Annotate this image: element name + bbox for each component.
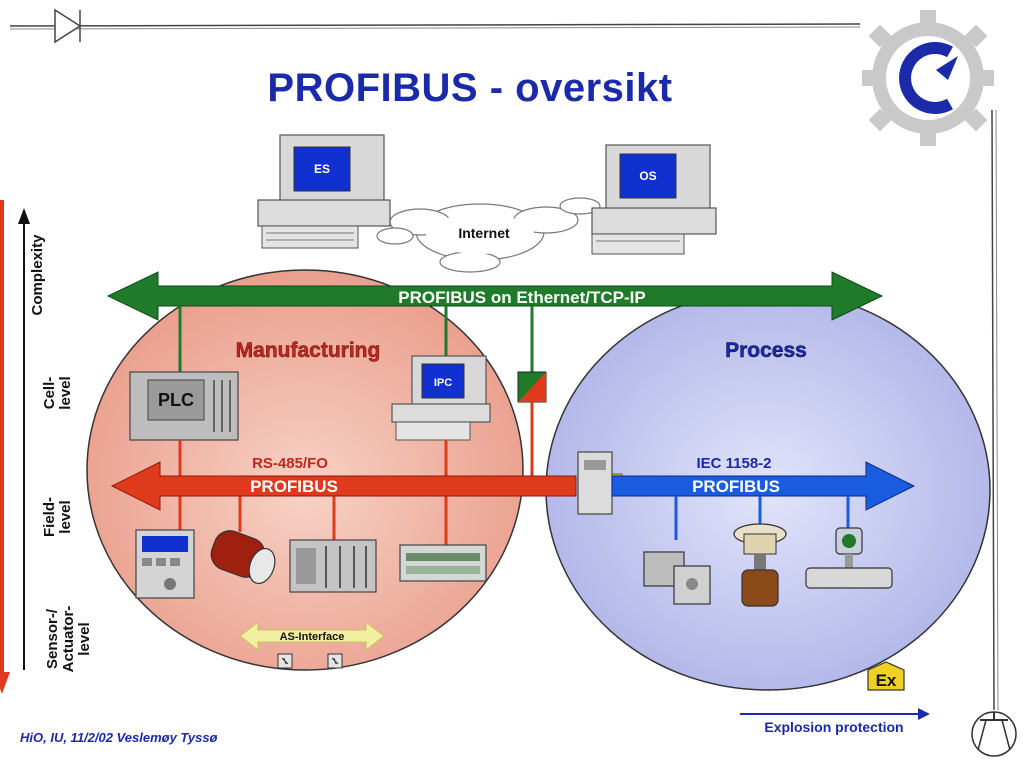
ethernet-drops — [178, 306, 534, 372]
os-workstation — [591, 144, 717, 255]
plc-unit — [129, 371, 239, 441]
ethernet-bus-label: PROFIBUS on Ethernet/TCP-IP — [398, 288, 645, 307]
iec-label: IEC 1158-2 — [696, 455, 771, 472]
motor-drive-device — [210, 530, 276, 585]
profibus-right-label: PROFIBUS — [692, 477, 780, 496]
footer-text: HiO, IU, 11/2/02 Veslemøy Tyssø — [20, 730, 218, 745]
right-border-line — [991, 109, 999, 711]
rs485-label: RS-485/FO — [252, 455, 328, 472]
operator-panel-device — [135, 529, 195, 599]
page-title: PROFIBUS - oversikt — [267, 66, 673, 110]
manufacturing-label: Manufacturing — [236, 339, 381, 362]
os-label: OS — [639, 169, 656, 183]
profibus-blue-drops — [674, 496, 850, 540]
profibus-left-label: PROFIBUS — [250, 477, 338, 496]
terminal-block-device — [399, 544, 487, 582]
io-rack-device — [289, 539, 377, 593]
field-level-label: Field- level — [41, 497, 74, 537]
ex-symbol-icon — [867, 661, 905, 691]
plc-label: PLC — [158, 390, 194, 410]
internet-cloud — [376, 197, 601, 273]
flowmeter-device — [805, 527, 893, 589]
ipc-label: IPC — [434, 377, 452, 389]
es-workstation — [257, 134, 391, 249]
ethernet-bus-arrow — [106, 271, 884, 321]
transistor-icon — [971, 711, 1017, 757]
gateway-box — [517, 371, 547, 403]
complexity-label: Complexity — [29, 234, 46, 316]
level-axis — [0, 200, 30, 694]
gear-logo-icon — [862, 10, 994, 146]
internet-label: Internet — [458, 225, 510, 241]
as-interface-arrow — [239, 620, 385, 652]
control-valve-device — [733, 523, 787, 607]
es-label: ES — [314, 162, 330, 176]
sensor-level-label: Sensor-/ Actuator- level — [44, 605, 93, 673]
profibus-iec-arrow — [611, 461, 916, 511]
as-sensor-icons — [277, 653, 343, 669]
ipc-workstation — [391, 355, 491, 441]
process-label: Process — [725, 339, 807, 362]
ex-label: Ex — [876, 671, 897, 690]
cell-level-label: Cell- level — [41, 376, 74, 410]
explosion-protection-label: Explosion protection — [764, 719, 903, 735]
valve-device — [643, 551, 711, 605]
as-interface-label: AS-Interface — [280, 631, 345, 643]
top-border-line — [9, 8, 861, 44]
profibus-rs485-arrow — [110, 461, 577, 511]
explosion-protection-arrow — [740, 708, 930, 720]
